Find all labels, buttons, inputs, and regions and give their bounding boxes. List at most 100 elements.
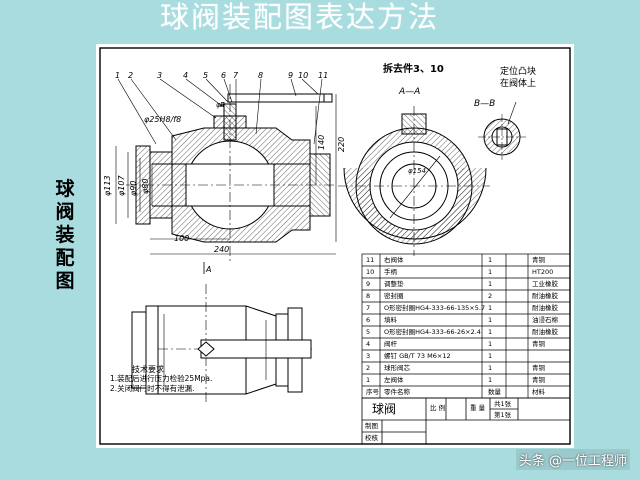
bom-cell-no: 6 bbox=[366, 316, 371, 324]
vertical-title-char: 图 bbox=[55, 270, 75, 292]
boss-note: 定位凸块 在阀体上 bbox=[500, 66, 536, 90]
section-label-aa: A—A bbox=[399, 87, 421, 97]
bom-cell-no: 4 bbox=[366, 340, 371, 348]
bom-cell-qty: 1 bbox=[488, 280, 493, 288]
bom-cell-qty: 1 bbox=[488, 256, 493, 264]
title-block bbox=[361, 397, 571, 445]
part-number: 1 bbox=[115, 71, 121, 80]
sheets-total: 共1张 bbox=[494, 400, 512, 408]
bom-cell-name: 左阀体 bbox=[384, 376, 404, 384]
bom-cell-no: 3 bbox=[366, 352, 371, 360]
scale-label: 比 例 bbox=[430, 404, 446, 412]
drawn-label: 制图 bbox=[365, 422, 378, 430]
boss-note-line: 定位凸块 bbox=[500, 67, 537, 77]
bom-cell-no: 11 bbox=[366, 256, 375, 264]
bom-cell-name: O形密封圈HG4-333-66-26×2.4 bbox=[384, 328, 481, 336]
bom-cell-material: 耐油橡胶 bbox=[532, 328, 558, 336]
checked-label: 校核 bbox=[365, 434, 378, 442]
bom-cell-qty: 1 bbox=[488, 268, 493, 276]
removal-note: 拆去件3、10 bbox=[383, 64, 444, 75]
bom-cell-name: 阀杆 bbox=[384, 340, 397, 348]
section-view-aa bbox=[338, 106, 490, 256]
part-number: 3 bbox=[157, 71, 163, 80]
dimension-d154: φ154 bbox=[408, 167, 426, 175]
part-number: 4 bbox=[183, 71, 189, 80]
bom-cell-qty: 1 bbox=[488, 352, 493, 360]
tech-requirement-item: 1.装配后进行压力检验25Mpa. bbox=[110, 374, 213, 383]
bom-cell-material: 青铜 bbox=[532, 340, 545, 348]
part-number: 10 bbox=[298, 71, 309, 80]
bom-cell-qty: 1 bbox=[488, 304, 493, 312]
bom-cell-qty: 1 bbox=[488, 364, 493, 372]
bom-cell-name: 填料 bbox=[384, 316, 397, 324]
slide-title: 球阀装配图表达方法 bbox=[160, 0, 440, 34]
detail-view-bb bbox=[478, 101, 526, 160]
bom-cell-name: 调整垫 bbox=[384, 280, 404, 288]
bom-header-cell: 材料 bbox=[532, 388, 545, 396]
part-number: 8 bbox=[258, 71, 264, 80]
bom-cell-material: 青铜 bbox=[532, 376, 545, 384]
bom-cell-no: 8 bbox=[366, 292, 371, 300]
dimension-w100: 100 bbox=[174, 234, 190, 243]
bom-cell-name: 右阀体 bbox=[384, 256, 404, 264]
bom-cell-name: 球形阀芯 bbox=[384, 364, 410, 372]
bom-cell-no: 9 bbox=[366, 280, 371, 288]
part-number: 2 bbox=[128, 71, 134, 80]
part-number: 7 bbox=[233, 71, 239, 80]
part-number: 9 bbox=[288, 71, 294, 80]
bom-cell-no: 10 bbox=[366, 268, 375, 276]
dimension-stem: φ4 bbox=[216, 101, 226, 109]
drawing-name: 球阀 bbox=[372, 402, 397, 416]
dimension-d113: φ113 bbox=[103, 175, 112, 196]
bom-cell-material: HT200 bbox=[532, 268, 554, 276]
bom-cell-name: 手柄 bbox=[384, 268, 397, 276]
weight-label: 重 量 bbox=[470, 404, 486, 412]
bom-cell-name: 螺钉 GB/T 73 M6×12 bbox=[384, 352, 451, 360]
vertical-title-char: 配 bbox=[55, 247, 75, 269]
bom-cell-name: O形密封圈HG4-333-66-135×5.7 bbox=[384, 304, 486, 312]
dimension-fit: φ25H8/f8 bbox=[144, 115, 182, 124]
bom-cell-qty: 2 bbox=[488, 292, 493, 300]
tech-requirements-title: 技术要求 bbox=[132, 365, 164, 374]
bom-cell-material: 耐油橡胶 bbox=[532, 304, 558, 312]
part-number: 11 bbox=[318, 71, 329, 80]
bom-cell-name: 密封圈 bbox=[384, 292, 404, 300]
sheet-border bbox=[99, 47, 571, 445]
bom-cell-qty: 1 bbox=[488, 328, 493, 336]
dimension-d90: φ90 bbox=[129, 180, 138, 196]
bom-header-cell: 零件名称 bbox=[384, 388, 410, 396]
section-marker-a: A bbox=[206, 265, 212, 274]
dimension-w240: 240 bbox=[214, 245, 230, 254]
vertical-title: 球 阀 装 配 图 bbox=[52, 178, 78, 293]
bom-cell-material: 工业橡胶 bbox=[532, 280, 558, 288]
bom-cell-material: 青铜 bbox=[532, 364, 545, 372]
bom-cell-no: 2 bbox=[366, 364, 371, 372]
vertical-title-char: 球 bbox=[55, 178, 75, 200]
dimension-h140: 140 bbox=[317, 134, 326, 150]
bom-cell-no: 1 bbox=[366, 376, 371, 384]
bom-cell-no: 7 bbox=[366, 304, 371, 312]
bom-cell-material: 青铜 bbox=[532, 256, 545, 264]
main-view bbox=[115, 78, 337, 274]
section-label-bb: B—B bbox=[474, 99, 496, 109]
assembly-drawing bbox=[99, 47, 571, 445]
bom-header-cell: 数量 bbox=[488, 388, 501, 396]
dimension-h220: 220 bbox=[337, 136, 346, 152]
drawing-sheet: 1 2 3 4 5 6 7 8 9 10 11 φ25H8/f8 φ4 φ113… bbox=[96, 44, 574, 448]
vertical-title-char: 阀 bbox=[55, 201, 75, 223]
bom-cell-qty: 1 bbox=[488, 316, 493, 324]
part-number: 6 bbox=[221, 71, 227, 80]
watermark: 头条 @一位工程师 bbox=[515, 449, 630, 470]
bom-cell-qty: 1 bbox=[488, 376, 493, 384]
bom-header-cell: 序号 bbox=[366, 388, 379, 396]
top-view bbox=[131, 284, 312, 404]
dimension-d80: φ80 bbox=[141, 178, 150, 194]
dimension-d107: φ107 bbox=[117, 175, 126, 196]
sheet-number: 第1张 bbox=[494, 411, 512, 419]
boss-note-line: 在阀体上 bbox=[500, 79, 537, 89]
bom-cell-qty: 1 bbox=[488, 340, 493, 348]
tech-requirement-item: 2.关闭阀门时不得有泄漏. bbox=[110, 384, 195, 393]
bom-cell-material: 耐油橡胶 bbox=[532, 292, 558, 300]
bom-cell-no: 5 bbox=[366, 328, 371, 336]
part-number: 5 bbox=[203, 71, 209, 80]
